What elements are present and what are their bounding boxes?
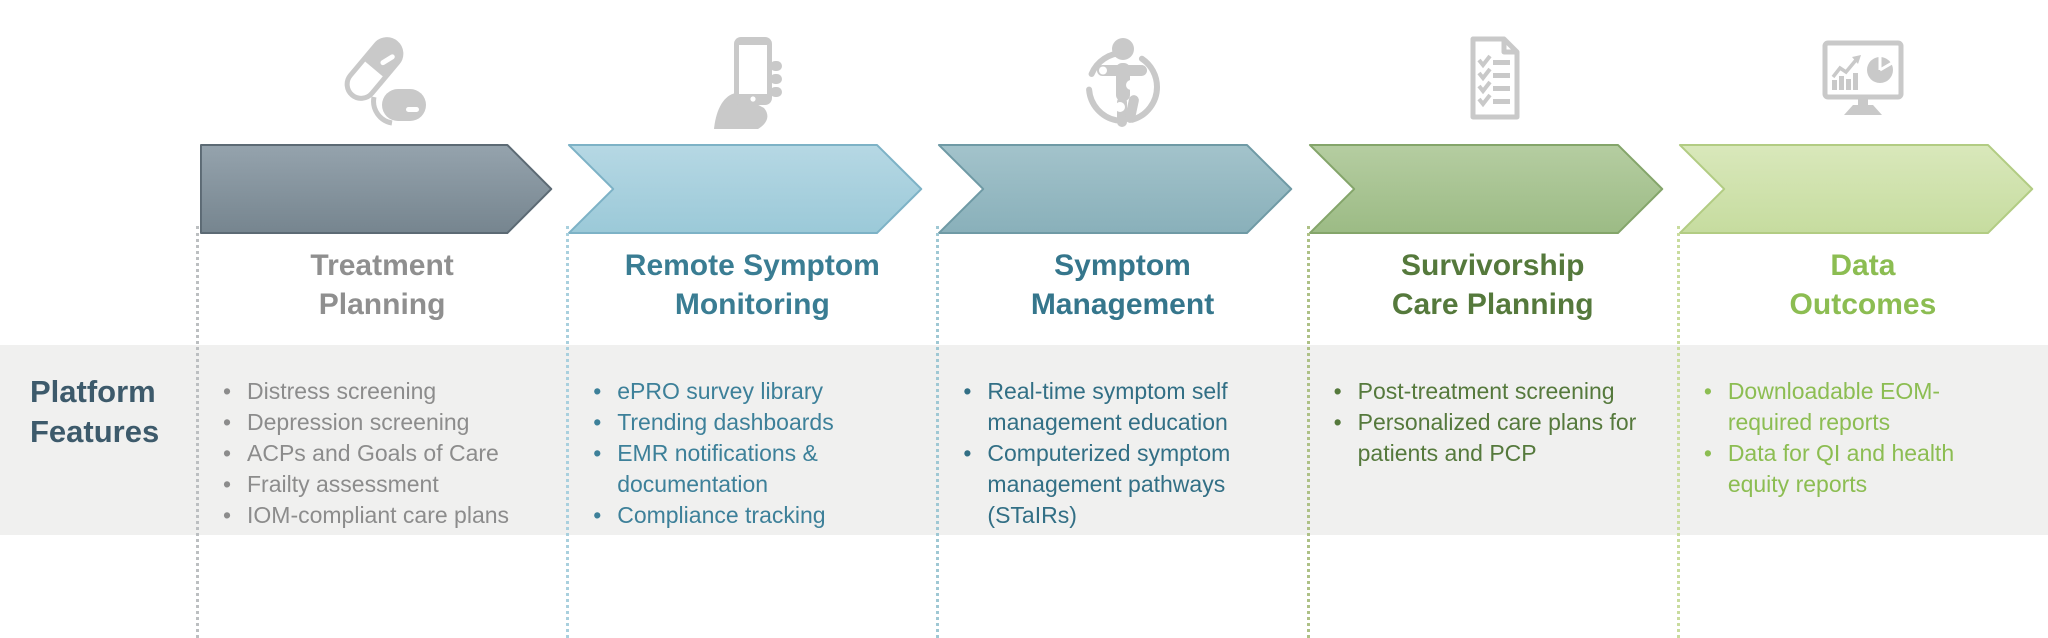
- bullet-item: Post-treatment screening: [1334, 376, 1638, 407]
- bullet-item: Frailty assessment: [223, 469, 547, 500]
- stage-icon-area: [567, 0, 937, 144]
- stage-data-outcomes: Data Outcomes Downloadable EOM-required …: [1676, 0, 2048, 638]
- platform-features-label-line2: Features: [30, 414, 160, 449]
- dotted-separator: [1676, 226, 1680, 638]
- checklist-icon: [1470, 36, 1520, 120]
- bullet-item: Depression screening: [223, 407, 547, 438]
- stage-icon-area: [1308, 0, 1678, 144]
- flow-arrow: [200, 144, 553, 234]
- bullet-item: Downloadable EOM-required reports: [1704, 376, 1998, 438]
- data-monitor-icon: [1822, 40, 1904, 115]
- left-gutter: Platform Features: [0, 0, 197, 638]
- platform-features-label-line1: Platform: [30, 374, 156, 409]
- flow-arrow: [1678, 144, 2034, 234]
- dotted-separator: [936, 226, 940, 638]
- stage-bullets: Post-treatment screening Personalized ca…: [1308, 356, 1678, 469]
- bullet-item: Real-time symptom self management educat…: [963, 376, 1267, 438]
- bullet-item: Computerized symptom management pathways…: [963, 438, 1267, 531]
- bullet-item: EMR notifications & documentation: [593, 438, 867, 500]
- stage-bullets: Distress screening Depression screening …: [197, 356, 567, 531]
- stage-title: Remote Symptom Monitoring: [624, 249, 880, 321]
- hand-phone-icon: [714, 37, 783, 129]
- bullet-item: ACPs and Goals of Care: [223, 438, 547, 469]
- stage-bullets: Real-time symptom self management educat…: [937, 356, 1307, 531]
- dotted-separator: [566, 226, 570, 638]
- flow-arrow: [1308, 144, 1664, 234]
- stage-icon-area: [937, 0, 1307, 144]
- bullet-item: Data for QI and health equity reports: [1704, 438, 1998, 500]
- stage-survivorship-care-planning: Survivorship Care Planning Post-treatmen…: [1306, 0, 1678, 638]
- stage-symptom-management: Symptom Management Real-time symptom sel…: [936, 0, 1307, 638]
- bullet-item: Distress screening: [223, 376, 547, 407]
- dotted-separator: [196, 226, 199, 638]
- stage-title: Survivorship Care Planning: [1391, 249, 1594, 321]
- platform-features-label: Platform Features: [30, 372, 159, 452]
- patient-body-icon: [1085, 38, 1160, 127]
- stage-title: Data Outcomes: [1789, 249, 1937, 321]
- stage-title: Symptom Management: [1030, 249, 1215, 321]
- flow-arrow: [937, 144, 1293, 234]
- bullet-item: ePRO survey library: [593, 376, 867, 407]
- bullet-item: IOM-compliant care plans: [223, 500, 547, 531]
- stage-title: Treatment Planning: [310, 249, 454, 321]
- stage-icon-area: [1678, 0, 2048, 144]
- stage-bullets: ePRO survey library Trending dashboards …: [567, 356, 937, 531]
- bullet-item: Compliance tracking: [593, 500, 867, 531]
- stage-bullets: Downloadable EOM-required reports Data f…: [1678, 356, 2048, 500]
- bullet-item: Trending dashboards: [593, 407, 867, 438]
- flow-arrow: [567, 144, 923, 234]
- pills-icon: [344, 33, 427, 126]
- stage-treatment-planning: Treatment Planning Distress screening De…: [196, 0, 567, 638]
- stage-remote-symptom-monitoring: Remote Symptom Monitoring ePRO survey li…: [566, 0, 937, 638]
- dotted-separator: [1306, 226, 1310, 638]
- bullet-item: Personalized care plans for patients and…: [1334, 407, 1638, 469]
- stage-icon-area: [197, 0, 567, 144]
